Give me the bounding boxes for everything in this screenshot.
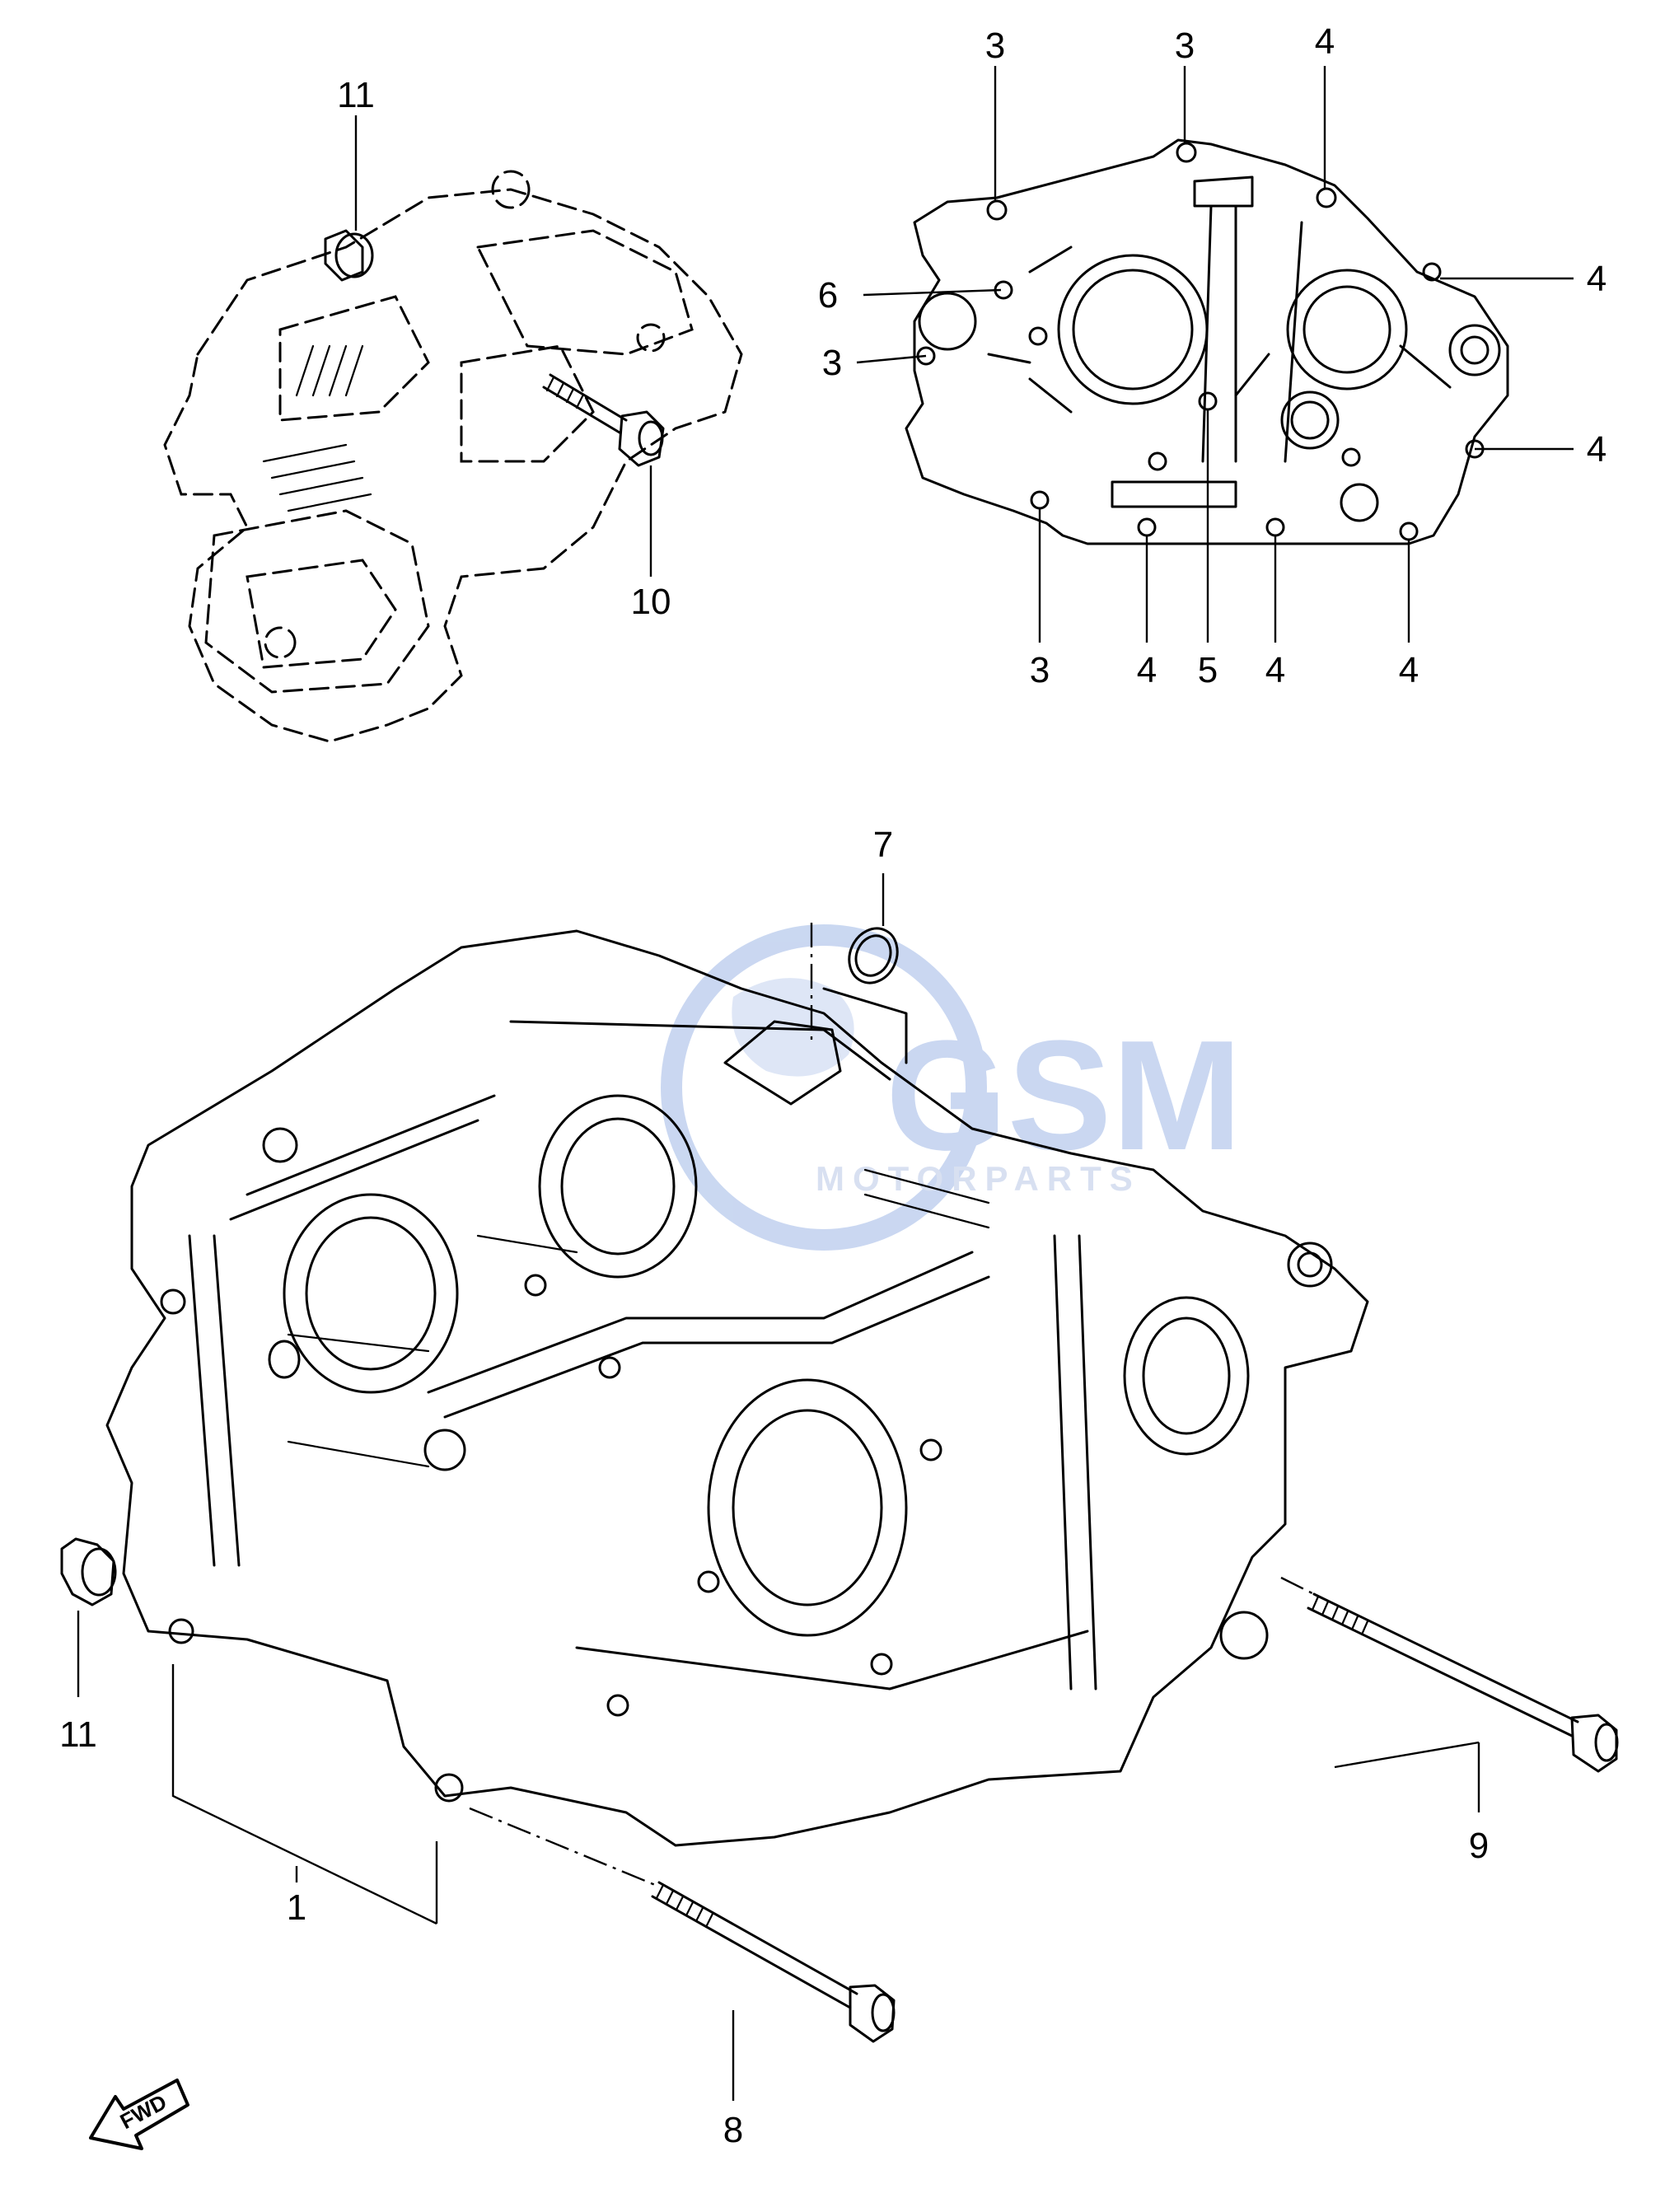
callout-3-top-mid: 3 bbox=[1175, 26, 1195, 66]
crankcase-assembly bbox=[105, 929, 1369, 1847]
callout-11-lower: 11 bbox=[59, 1714, 97, 1755]
callout-10: 10 bbox=[631, 582, 671, 622]
callout-4-right-upper: 4 bbox=[1587, 259, 1607, 299]
o-ring-7 bbox=[848, 927, 899, 984]
callout-9: 9 bbox=[1469, 1826, 1489, 1866]
callout-6: 6 bbox=[818, 275, 838, 316]
crankcase-half-inner-view bbox=[905, 138, 1509, 545]
callout-11-upper: 11 bbox=[337, 75, 375, 115]
watermark-brand: GSM bbox=[886, 1008, 1242, 1183]
crankcase-half-upper-left bbox=[163, 170, 743, 743]
callout-3-left: 3 bbox=[822, 343, 842, 383]
watermark-sub: MOTORPARTS bbox=[816, 1159, 1141, 1198]
callout-4-bottom-b: 4 bbox=[1265, 650, 1285, 690]
bolt-10 bbox=[542, 373, 665, 467]
callout-7: 7 bbox=[873, 825, 893, 865]
watermark-globe-land bbox=[732, 978, 854, 1077]
nut-11-upper bbox=[324, 229, 374, 282]
callout-1: 1 bbox=[287, 1887, 306, 1928]
callout-4-top-right: 4 bbox=[1315, 21, 1335, 62]
callout-4-right-lower: 4 bbox=[1587, 429, 1607, 470]
callout-8: 8 bbox=[723, 2110, 743, 2150]
watermark-globe bbox=[661, 924, 987, 1251]
callouts: 11 10 3 3 4 6 4 3 4 3 4 5 4 4 7 11 9 1 8 bbox=[59, 21, 1607, 2150]
callout-3-top-left: 3 bbox=[985, 26, 1005, 66]
callout-3-bottom: 3 bbox=[1030, 650, 1050, 690]
bolt-8 bbox=[651, 1881, 896, 2043]
leader-lines bbox=[77, 66, 1574, 2101]
callout-4-bottom-c: 4 bbox=[1399, 650, 1419, 690]
fwd-arrow-icon: FWD bbox=[89, 2079, 189, 2150]
callout-4-bottom-a: 4 bbox=[1137, 650, 1157, 690]
watermark: GSM MOTORPARTS bbox=[661, 924, 1242, 1251]
callout-5: 5 bbox=[1198, 650, 1218, 690]
bolt-9 bbox=[1307, 1592, 1619, 1773]
nut-11-lower bbox=[60, 1537, 117, 1606]
